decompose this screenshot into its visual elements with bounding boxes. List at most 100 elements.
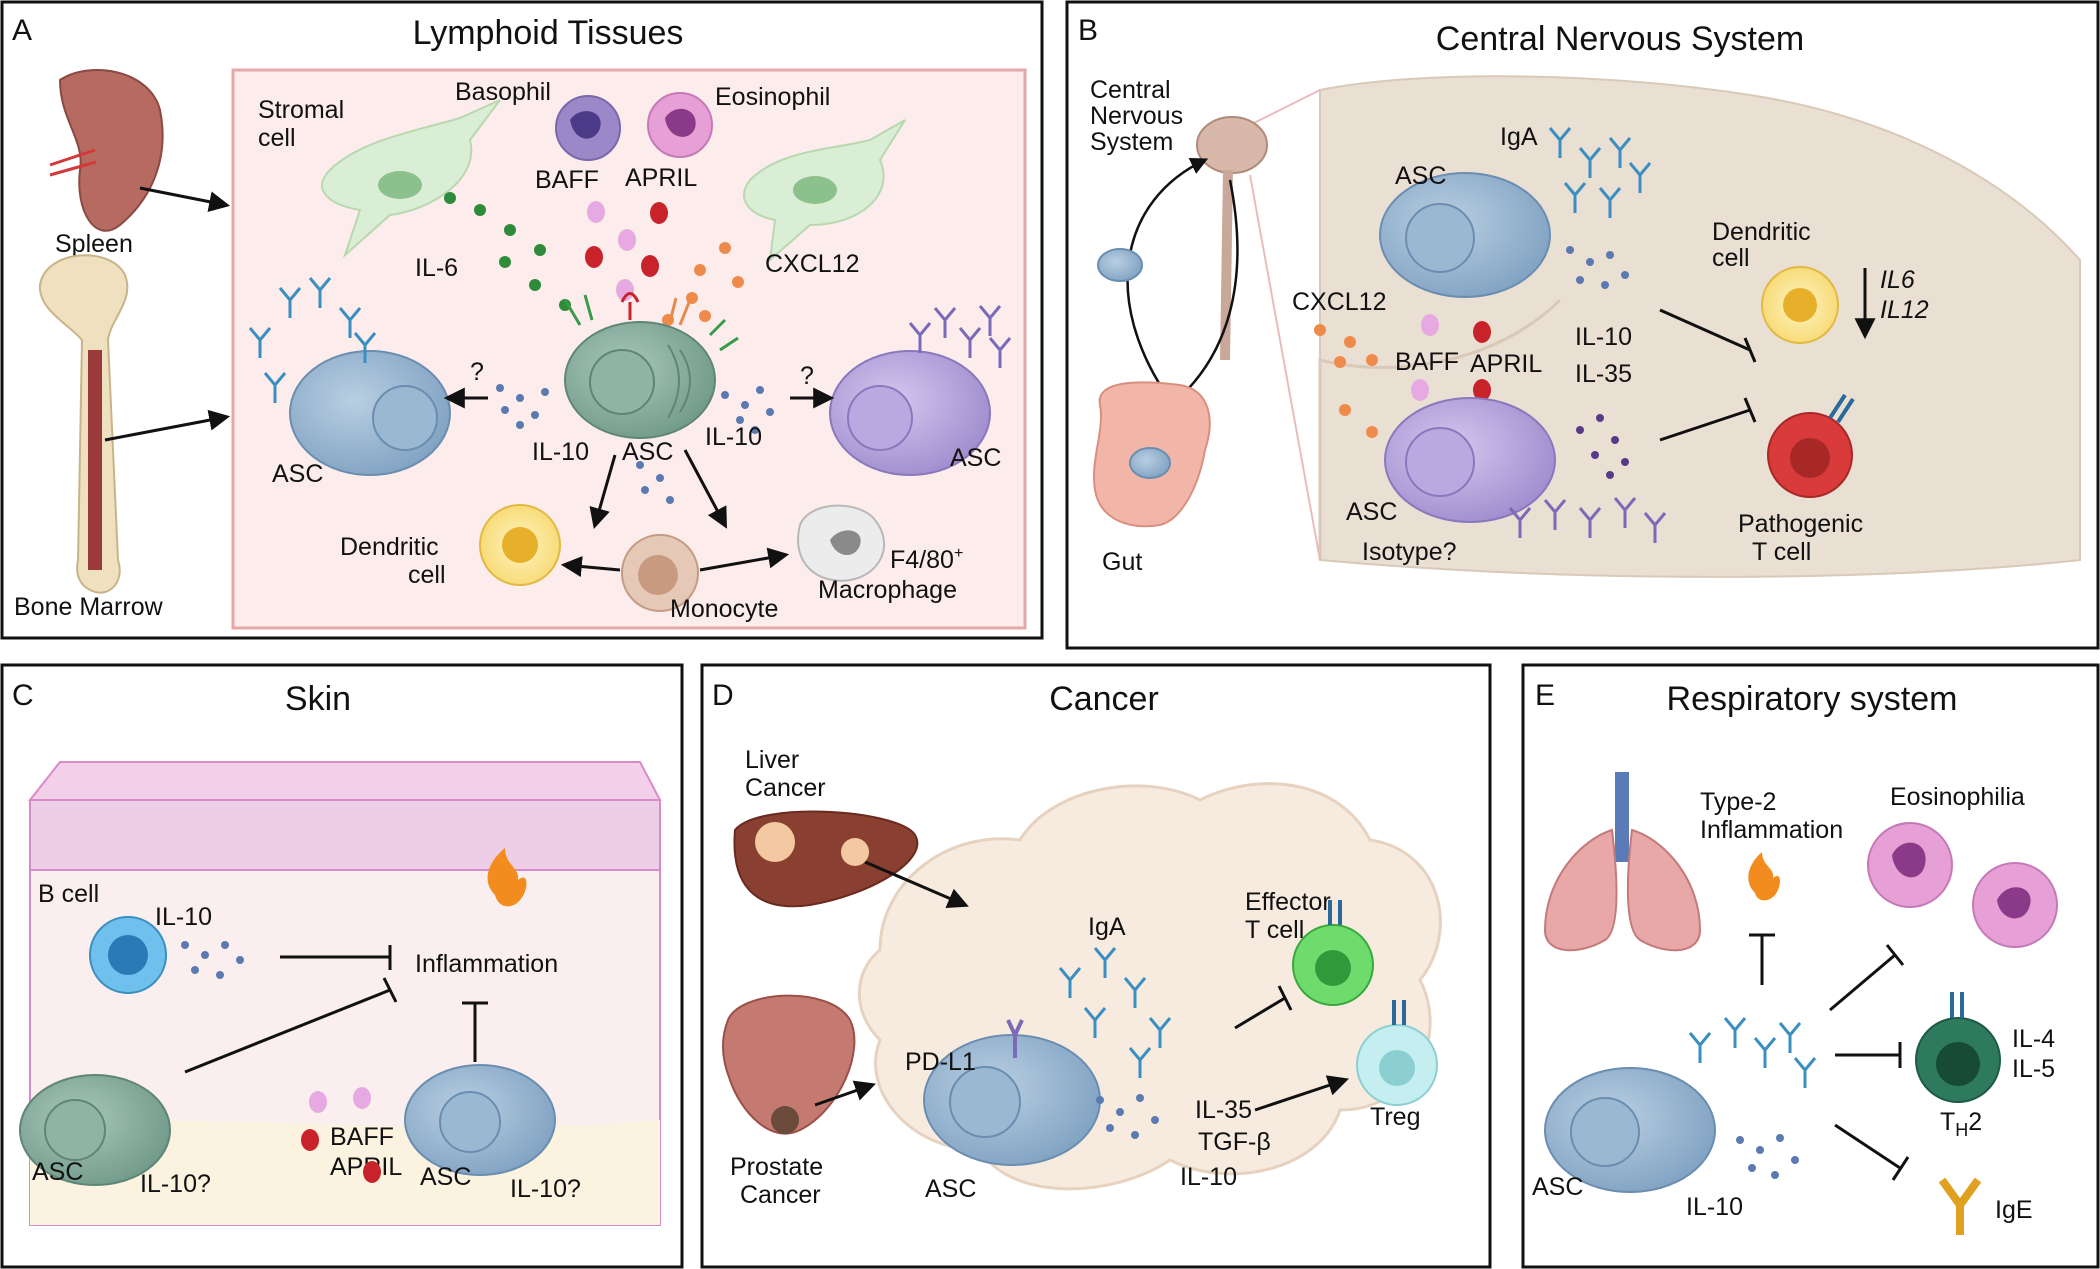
arrow-to-treg <box>1254 1075 1349 1112</box>
pdl1-label-d: PD-L1 <box>905 1048 976 1076</box>
prostate-tumor <box>771 1106 799 1134</box>
il10q-label-right-c: IL-10? <box>510 1175 581 1203</box>
th2-label: TH2 <box>1940 1108 1982 1140</box>
dendritic-label-1-a: Dendritic <box>340 533 439 561</box>
il10-dots-b <box>1566 246 1629 289</box>
cxcl12-label-a: CXCL12 <box>765 250 860 278</box>
asc-label-d: ASC <box>925 1175 976 1203</box>
prostate-label-1: Prostate <box>730 1153 823 1181</box>
dendritic-label-1-b: Dendritic <box>1712 218 1811 246</box>
spleen-vessels <box>49 148 97 177</box>
question-left-a: ? <box>470 358 484 386</box>
spinal-cord <box>1220 169 1233 361</box>
asc-er-center-a <box>667 344 691 419</box>
monocyte-nucleus <box>638 555 678 595</box>
panel-d-title: Cancer <box>1049 680 1159 718</box>
il10-dots-d <box>1096 1094 1159 1139</box>
inhibit-tcell-line <box>1659 408 1751 442</box>
zoom-line-top <box>1249 89 1321 126</box>
baff-label-b: BAFF <box>1395 348 1459 376</box>
inhibit-line-asc-left <box>184 988 391 1074</box>
liver-tumor-2 <box>841 838 869 866</box>
il4-label-e: IL-4 <box>2012 1025 2055 1053</box>
basophil-nucleus <box>570 111 601 139</box>
monocyte-label: Monocyte <box>670 595 778 623</box>
il10-label-b: IL-10 <box>1575 323 1632 351</box>
baff-label-c: BAFF <box>330 1123 394 1151</box>
asc-nucleus-left-a <box>372 385 438 451</box>
arrow-prostate-to-tumor <box>814 1080 876 1107</box>
arrow-asc-to-dc <box>589 454 617 530</box>
asc-nucleus-left-c <box>44 1099 106 1161</box>
asc-nucleus-right-a <box>847 385 913 451</box>
stromal-label-1: Stromal <box>258 96 344 124</box>
panel-a-title: Lymphoid Tissues <box>413 14 684 52</box>
asc-label-center-a: ASC <box>622 438 673 466</box>
asc-label-right-c: ASC <box>420 1163 471 1191</box>
panel-d: D Cancer Liver Cancer Prostate Cancer AS… <box>700 663 1492 1269</box>
april-label-b: APRIL <box>1470 350 1542 378</box>
b-cell-label-c: B cell <box>38 880 99 908</box>
april-trimer-b-2 <box>1473 379 1491 401</box>
flame-icon-e <box>1748 852 1780 901</box>
cxcl12-dots-b <box>1314 324 1378 438</box>
il6-label-a: IL-6 <box>415 254 458 282</box>
th2-label-2: 2 <box>1968 1108 1982 1136</box>
effector-label-2: T cell <box>1245 916 1304 944</box>
th2-label-h: H <box>1955 1120 1968 1140</box>
th2-label-t: T <box>1940 1108 1955 1136</box>
lung-left <box>1543 828 1618 952</box>
dendritic-nucleus-a <box>502 527 538 563</box>
bone-organ <box>38 254 129 594</box>
iga-antibodies-b <box>1548 127 1652 218</box>
panel-b-title: Central Nervous System <box>1436 20 1804 58</box>
asc-nucleus-top-b <box>1405 203 1475 273</box>
inhibit-line-effector <box>1234 996 1286 1030</box>
baff-label-a: BAFF <box>535 166 599 194</box>
skin-top-surface <box>27 761 662 801</box>
tgfb-label-d: TGF-β <box>1198 1128 1271 1156</box>
macrophage-label-f480: F4/80 <box>890 546 954 574</box>
gut-asc <box>1129 447 1171 479</box>
asc-nucleus-d <box>949 1066 1021 1138</box>
effector-label-1: Effector <box>1245 888 1331 916</box>
stromal-nucleus-left <box>378 171 422 199</box>
il35-label-d: IL-35 <box>1195 1096 1252 1124</box>
inhibit-line-eos <box>1829 953 1896 1012</box>
iga-label-b: IgA <box>1500 123 1538 151</box>
panel-c-title: Skin <box>285 680 351 718</box>
il35-dots-b <box>1576 414 1629 479</box>
cxcl12-label-b: CXCL12 <box>1292 288 1387 316</box>
il35-label-b: IL-35 <box>1575 360 1632 388</box>
dendritic-label-2-b: cell <box>1712 244 1750 272</box>
inhibit-dc-line <box>1659 308 1751 352</box>
inflammation-label-c: Inflammation <box>415 950 558 978</box>
asc-nucleus-center-a <box>589 349 655 415</box>
april-trimer-c-2 <box>363 1161 381 1183</box>
cns-label-3: System <box>1090 128 1173 156</box>
prostate-organ <box>722 994 856 1135</box>
inhibit-bar-eos <box>1885 944 1905 966</box>
eosinophilia-label: Eosinophilia <box>1890 783 2025 811</box>
inhibit-tcell-bar <box>1743 397 1757 423</box>
panel-e-letter: E <box>1535 679 1555 712</box>
april-trimer-c-1 <box>301 1129 319 1151</box>
pdl1-receptor <box>1006 1019 1024 1058</box>
type2-label-1: Type-2 <box>1700 788 1776 816</box>
il10-label-c: IL-10 <box>155 903 212 931</box>
panel-a-letter: A <box>12 14 32 47</box>
panel-e: E Respiratory system Type-2 Inflammation… <box>1521 663 2100 1269</box>
il5-label-e: IL-5 <box>2012 1055 2055 1083</box>
asc-label-right-a: ASC <box>950 444 1001 472</box>
baff-trimer-c-2 <box>353 1087 371 1109</box>
macrophage-label-sup: + <box>954 545 963 562</box>
lung-right <box>1626 828 1702 952</box>
effector-t-nucleus <box>1315 950 1351 986</box>
inhibit-bar-effector <box>1277 985 1293 1011</box>
treg-nucleus <box>1379 1050 1415 1086</box>
th2-nucleus <box>1936 1042 1980 1086</box>
macrophage-label-2: Macrophage <box>818 576 957 604</box>
epidermis-layer <box>29 799 661 871</box>
isotype-label-b: Isotype? <box>1362 538 1457 566</box>
